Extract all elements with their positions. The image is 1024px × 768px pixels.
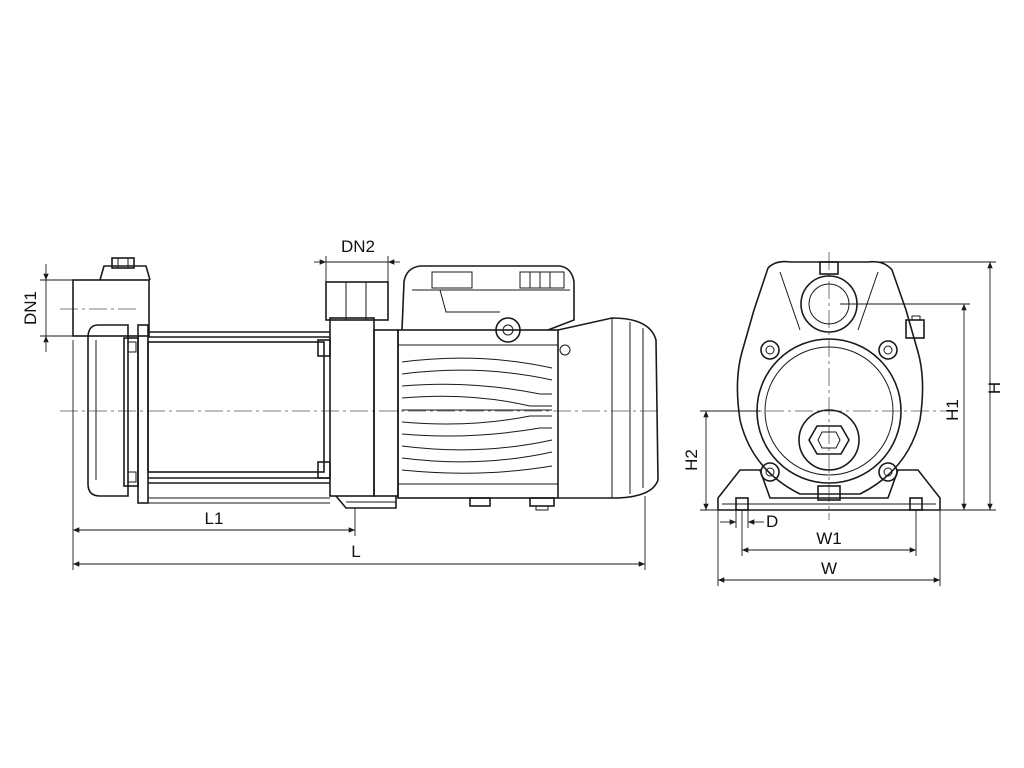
terminal-box — [401, 265, 575, 356]
label-w1: W1 — [816, 529, 842, 548]
pump-end-cover — [87, 324, 149, 504]
label-l1: L1 — [205, 509, 224, 528]
dim-dn1 — [40, 264, 78, 352]
pump-barrel — [147, 331, 331, 504]
pump-head — [325, 281, 399, 509]
label-l: L — [351, 542, 360, 561]
label-w: W — [821, 559, 837, 578]
dim-h2 — [700, 410, 760, 511]
dim-l1 — [72, 340, 356, 570]
label-h2: H2 — [682, 449, 701, 471]
label-h1: H1 — [943, 399, 962, 421]
pump-casing — [736, 260, 925, 495]
label-h: H — [985, 382, 1004, 394]
label-d: D — [766, 512, 778, 531]
label-dn1: DN1 — [21, 291, 40, 325]
label-dn2: DN2 — [341, 237, 375, 256]
inlet-pipe — [72, 257, 151, 337]
dim-d — [720, 510, 764, 528]
dim-w — [717, 510, 941, 586]
front-view: H H1 H2 D W1 — [682, 252, 1004, 586]
dim-l — [73, 496, 646, 570]
dim-h1 — [840, 303, 970, 510]
dim-dn2 — [314, 256, 400, 284]
motor-body — [397, 317, 659, 511]
dim-h — [868, 261, 996, 511]
dim-w1 — [741, 510, 917, 556]
side-view: DN1 DN2 L1 L — [21, 237, 660, 570]
pump-base — [717, 469, 941, 511]
